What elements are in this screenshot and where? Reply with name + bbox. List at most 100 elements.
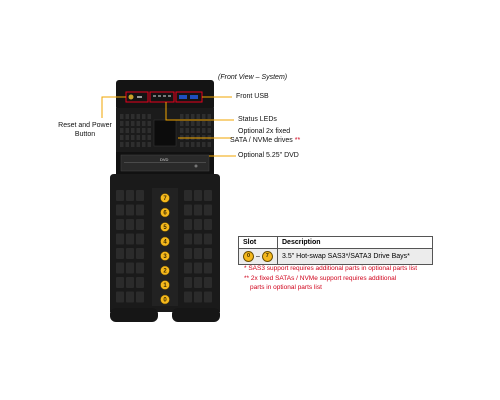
vent-slot bbox=[180, 142, 184, 147]
grille-slot bbox=[116, 219, 124, 230]
grille-slot bbox=[194, 204, 202, 216]
bay-grille bbox=[116, 190, 212, 303]
vent-slot bbox=[147, 128, 151, 133]
note-sas3: * SAS3 support requires additional parts… bbox=[244, 265, 418, 272]
slot-table-header: Slot Description bbox=[238, 236, 433, 249]
bay-badge-label: 2 bbox=[163, 269, 167, 275]
grille-slot bbox=[184, 233, 192, 245]
vent-slot bbox=[125, 121, 129, 126]
vent-slot bbox=[191, 121, 195, 126]
chassis-foot-right bbox=[172, 308, 220, 322]
leader-lines bbox=[101, 96, 236, 157]
bay-badge-7: 7 bbox=[160, 193, 170, 203]
slot-cell: 0 – 7 bbox=[238, 248, 278, 265]
vent-slot bbox=[125, 114, 129, 119]
col-description-header: Description bbox=[277, 236, 433, 249]
vent-grille-left bbox=[120, 114, 151, 147]
bay-badge-3: 3 bbox=[160, 251, 170, 261]
optional-drives-note-mark: ** bbox=[294, 137, 301, 144]
vent-slot bbox=[202, 121, 206, 126]
vent-slot bbox=[191, 142, 195, 147]
vent-slot bbox=[180, 128, 184, 133]
slot-table-container: Slot Description 0 – 7 3.5" Hot-swap SAS… bbox=[238, 236, 433, 265]
grille-slot bbox=[116, 233, 124, 245]
bay-badge-circle bbox=[160, 280, 170, 290]
vent-slot bbox=[185, 114, 189, 119]
vent-slot bbox=[142, 114, 146, 119]
vent-slot bbox=[147, 121, 151, 126]
vent-slot bbox=[131, 135, 135, 140]
status-leds bbox=[153, 95, 171, 97]
vent-slot bbox=[185, 121, 189, 126]
status-leds-highlight bbox=[149, 91, 175, 103]
vent-slot bbox=[131, 114, 135, 119]
vent-slot bbox=[180, 114, 184, 119]
reset-power-label: Reset and Power Button bbox=[58, 122, 112, 138]
vent-slot bbox=[191, 128, 195, 133]
grille-slot bbox=[116, 248, 124, 259]
description-cell: 3.5" Hot-swap SAS3*/SATA3 Drive Bays* bbox=[277, 248, 433, 265]
bay-badge-circle bbox=[160, 236, 170, 247]
vent-slot bbox=[142, 121, 146, 126]
grille-slot bbox=[126, 248, 134, 259]
grille-slot bbox=[136, 291, 144, 303]
grille-slot bbox=[126, 190, 134, 201]
vent-slot bbox=[147, 142, 151, 147]
vent-slot bbox=[207, 142, 211, 147]
vent-slot bbox=[125, 128, 129, 133]
vent-slot bbox=[120, 128, 124, 133]
grille-slot bbox=[136, 219, 144, 230]
bay-badge-end: 7 bbox=[261, 251, 273, 262]
grille-slot bbox=[204, 190, 212, 201]
vent-slot bbox=[142, 128, 146, 133]
bay-badge-circle bbox=[160, 222, 170, 232]
vent-slot bbox=[202, 128, 206, 133]
bay-badge-circle bbox=[160, 251, 170, 261]
bay-badge-label: 3 bbox=[163, 254, 167, 260]
vent-slot bbox=[207, 114, 211, 119]
vent-slot bbox=[136, 121, 140, 126]
vent-slot bbox=[185, 142, 189, 147]
optional-dvd-label: Optional 5.25" DVD bbox=[238, 152, 299, 159]
vent-slot bbox=[202, 114, 206, 119]
front-usb-label: Front USB bbox=[236, 93, 269, 100]
view-title: (Front View – System) bbox=[218, 74, 288, 81]
bay-badge-start: 0 bbox=[243, 251, 254, 262]
bay-badge-circle bbox=[160, 193, 170, 203]
vent-slot bbox=[120, 114, 124, 119]
grille-slot bbox=[184, 277, 192, 288]
vent-slot bbox=[136, 142, 140, 147]
grille-slot bbox=[116, 291, 124, 303]
leader-reset-power bbox=[101, 96, 126, 118]
vent-slot bbox=[142, 142, 146, 147]
bay-badge-label: 1 bbox=[163, 283, 167, 289]
usb-port-2 bbox=[190, 95, 198, 99]
vent-slot bbox=[131, 128, 135, 133]
grille-slot bbox=[204, 262, 212, 274]
grille-slot bbox=[194, 248, 202, 259]
vent-slot bbox=[180, 121, 184, 126]
bay-badge-2: 2 bbox=[160, 265, 170, 276]
vent-slot bbox=[196, 128, 200, 133]
grille-slot bbox=[116, 277, 124, 288]
grille-slot bbox=[184, 190, 192, 201]
bay-badge-0: 0 bbox=[160, 294, 170, 305]
grille-slot bbox=[126, 233, 134, 245]
reset-button bbox=[137, 96, 142, 98]
vent-slot bbox=[131, 121, 135, 126]
grille-slot bbox=[184, 291, 192, 303]
grille-slot bbox=[184, 219, 192, 230]
vent-slot bbox=[136, 135, 140, 140]
grille-slot bbox=[126, 219, 134, 230]
bay-badge-circle bbox=[160, 207, 170, 218]
grille-slot bbox=[126, 262, 134, 274]
dvd-tray-line bbox=[124, 162, 206, 163]
bay-badge-label: 0 bbox=[163, 298, 167, 304]
optional-drives-text: SATA / NVMe drives bbox=[230, 137, 293, 144]
bay-badge-label: 6 bbox=[163, 211, 167, 217]
table-row: 0 – 7 3.5" Hot-swap SAS3*/SATA3 Drive Ba… bbox=[238, 248, 433, 265]
vent-slot bbox=[191, 114, 195, 119]
grille-slot bbox=[116, 262, 124, 274]
dvd-eject-button bbox=[194, 164, 198, 168]
